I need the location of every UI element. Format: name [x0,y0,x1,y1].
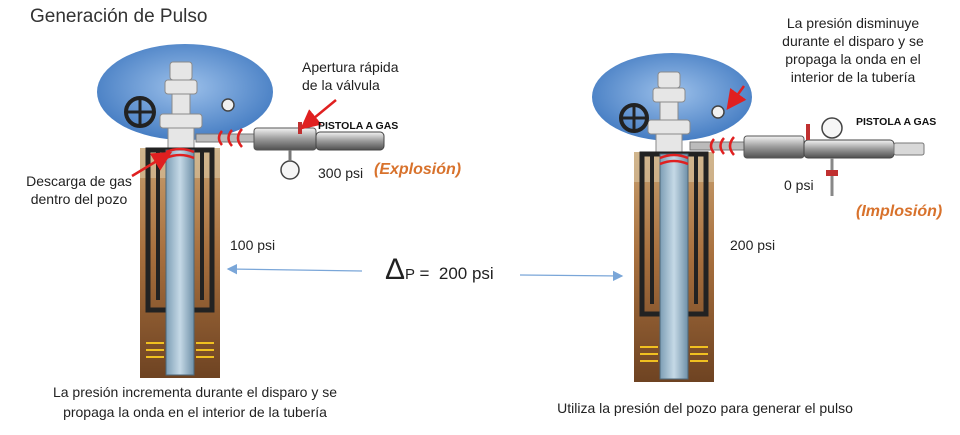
discharge-line2: dentro del pozo [30,191,128,207]
pressure-note-line2: durante el disparo y se [782,33,924,49]
valve-label: Apertura rápida de la válvula [302,58,399,94]
pressure-note-line4: interior de la tubería [790,69,916,85]
left-well [97,44,273,378]
left-perforations [146,342,214,358]
left-gun-wave [217,128,243,148]
discharge-arrow [131,151,173,178]
left-caption-line2: propaga la onda en el interior de la tub… [63,404,327,420]
right-gun-pressure: 0 psi [784,177,814,193]
left-gun-pressure: 300 psi [318,165,364,181]
pressure-note: La presión disminuye durante el disparo … [758,14,948,86]
right-gun-wave [709,136,735,156]
right-well-pressure: 200 psi [730,237,776,253]
left-caption: La presión incrementa durante el disparo… [20,382,370,422]
right-well [592,53,752,382]
right-gauge-icon [711,105,725,119]
delta-arrow-right [519,270,624,282]
left-well-pressure: 100 psi [230,237,276,253]
delta-symbol: Δ [385,253,406,286]
valve-label-line1: Apertura rápida [302,59,399,75]
valve-arrow [300,99,337,130]
discharge-line1: Descarga de gas [26,173,132,189]
pressure-note-arrow [726,85,747,111]
right-wellhead [647,71,691,155]
page-title: Generación de Pulso [30,6,208,27]
delta-arrow-left [226,263,363,275]
left-gun-gauge-icon [280,160,300,180]
left-gun-label: PISTOLA A GAS [318,120,399,132]
discharge-label: Descarga de gas dentro del pozo [20,172,138,208]
delta-pressure: ΔP = 200 psi [385,253,494,287]
left-gas-gun [195,122,385,180]
pressure-note-line3: propaga la onda en el [785,51,921,67]
delta-value: = 200 psi [419,264,494,283]
valve-label-line2: de la válvula [302,77,380,93]
right-caption: Utiliza la presión del pozo para generar… [557,400,853,416]
right-gun-gauge-icon [821,117,843,139]
left-caption-line1: La presión incrementa durante el disparo… [52,384,338,400]
left-gauge-icon [221,98,235,112]
left-wellhead [159,61,203,151]
right-perforations [640,346,708,362]
left-tubing [165,149,195,376]
right-gun-label: PISTOLA A GAS [856,116,937,128]
right-wave [659,153,689,166]
left-event-label: (Explosión) [374,161,462,178]
right-event-label: (Implosión) [856,203,943,220]
right-tubing [659,153,689,380]
right-gas-gun [689,117,925,196]
pressure-note-line1: La presión disminuye [786,15,920,31]
delta-subscript: P [405,266,416,283]
